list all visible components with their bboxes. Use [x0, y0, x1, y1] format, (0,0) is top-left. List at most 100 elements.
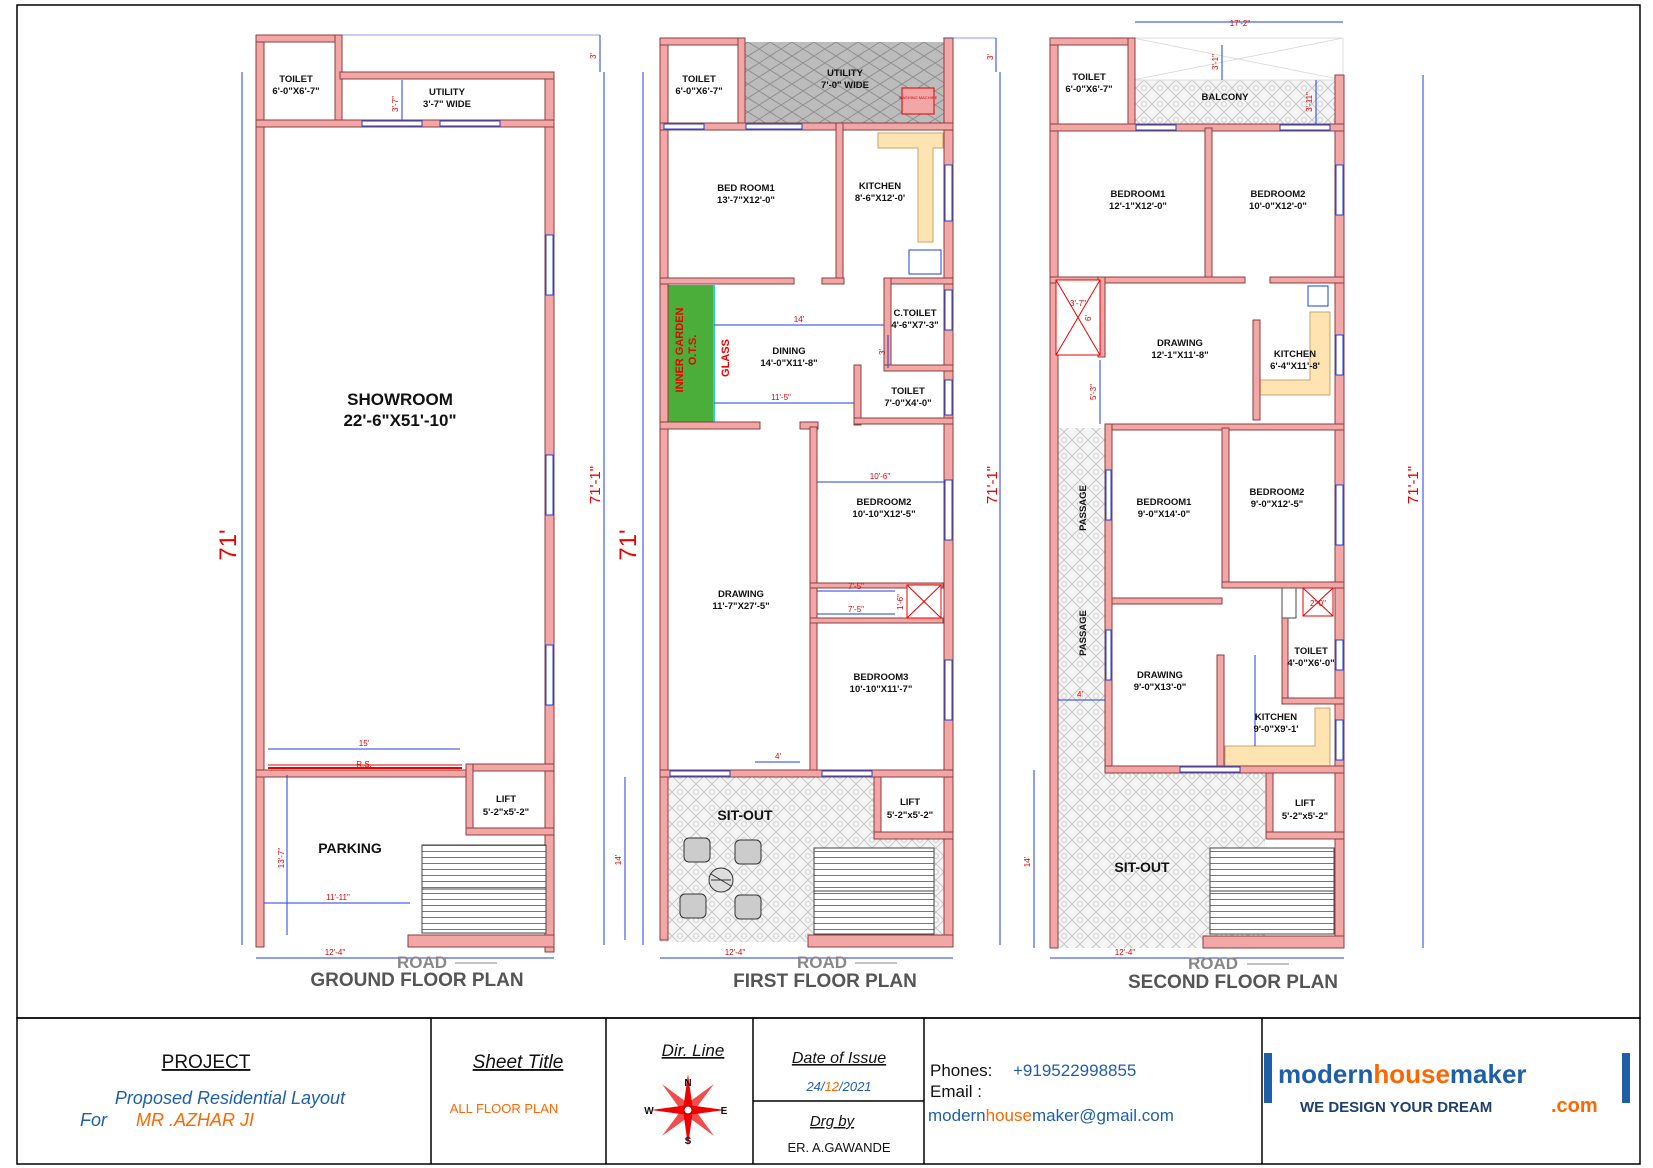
wall — [1269, 276, 1345, 284]
logo-wordmark: modernhousemaker — [1278, 1059, 1527, 1089]
lift-label: LIFT — [496, 794, 516, 805]
logo-com: .com — [1551, 1095, 1598, 1117]
duct-height-dim: 6' — [1084, 315, 1093, 321]
sheet-title: ALL FLOOR PLAN — [450, 1101, 559, 1116]
wall — [853, 364, 862, 426]
window — [1105, 469, 1112, 521]
kitchen-sink — [1307, 285, 1329, 307]
phone-number: +919522998855 — [1013, 1061, 1136, 1080]
toilet2-label: TOILET — [1294, 646, 1328, 657]
ground-floor-title: GROUND FLOOR PLAN — [310, 970, 523, 991]
wall — [1204, 127, 1213, 281]
toilet-label: TOILET — [279, 74, 313, 85]
title-block: PROJECT Proposed Residential Layout For … — [80, 1018, 1630, 1164]
wall — [659, 37, 745, 46]
wall — [737, 37, 746, 129]
lift-label: LIFT — [900, 797, 920, 808]
wall — [255, 34, 341, 43]
phones-label: Phones: — [930, 1061, 992, 1080]
project-heading: PROJECT — [162, 1052, 251, 1073]
kitchen-label: KITCHEN — [1274, 349, 1316, 360]
first-floor-plan: TOILET 6'-0"X6'-7" UTILITY 7'-0" WIDE WA… — [614, 37, 1001, 992]
washing-machine — [901, 87, 935, 115]
showroom-size: 22'-6"X51'-10" — [343, 411, 456, 430]
bedroom2-label: BEDROOM2 — [1251, 189, 1306, 200]
toilet-label: TOILET — [682, 74, 716, 85]
duct-width-dim: 3'-7" — [1070, 299, 1086, 308]
kitchen-label: KITCHEN — [859, 181, 901, 192]
logo-part3: maker — [1450, 1059, 1527, 1089]
passage-label-upper: PASSAGE — [1078, 485, 1089, 531]
kitchen-size: 8'-6"X12'-0' — [855, 193, 905, 204]
toilet-size: 6'-0"X6'-7" — [675, 86, 722, 97]
road-label: ROAD — [797, 953, 847, 972]
window — [944, 479, 953, 541]
wall — [1049, 37, 1135, 46]
second-floor-plan: TOILET 6'-0"X6'-7" BALCONY BEDROOM1 12'-… — [1023, 19, 1424, 993]
wall — [873, 831, 954, 840]
kitchen-size: 6'-4"X11'-8' — [1270, 361, 1320, 372]
wall — [1265, 831, 1345, 840]
ots-label: O.T.S. — [687, 335, 699, 366]
project-for: For — [80, 1110, 108, 1130]
logo-bar-left — [1264, 1053, 1272, 1103]
ctoilet-label: C.TOILET — [893, 308, 936, 319]
title-block-border — [16, 1017, 1641, 1165]
window — [944, 164, 953, 222]
wall — [1111, 597, 1223, 605]
wall — [334, 34, 343, 126]
kitchen-sink — [908, 249, 942, 275]
top-width-dim: 17'-2" — [1230, 19, 1251, 28]
right-length-dim: 71'-1" — [1405, 466, 1422, 504]
date-day: 24/ — [805, 1079, 825, 1094]
wall — [809, 582, 944, 589]
window — [1279, 124, 1331, 131]
right-length-dim: 71'-1" — [984, 466, 1001, 504]
kitchen-counter — [877, 132, 944, 243]
duct-cross — [1302, 587, 1334, 617]
ctoilet-gap-dim: 3' — [878, 349, 887, 355]
brand-logo: modernhousemaker WE DESIGN YOUR DREAM .c… — [1264, 1053, 1630, 1117]
balcony-depth2-dim: 3'-11" — [1305, 92, 1314, 112]
utility-size: 7'-0" WIDE — [821, 80, 869, 91]
logo-part2: house — [1373, 1059, 1450, 1089]
email-address[interactable]: modernhousemaker@gmail.com — [928, 1106, 1174, 1125]
rs-width-dim: 15' — [359, 739, 370, 748]
bedroom2-label: BEDROOM2 — [857, 497, 912, 508]
wall — [1202, 935, 1345, 949]
wall — [809, 617, 944, 624]
wall — [799, 421, 819, 430]
wall — [255, 34, 265, 948]
wall — [1265, 772, 1274, 838]
drawing2-size: 9'-0"X13'-0" — [1134, 682, 1187, 693]
window — [361, 120, 423, 127]
dining-width-dim: 14' — [794, 315, 805, 324]
bedroom1-size: 13'-7"X12'-0" — [717, 195, 775, 206]
window — [944, 659, 953, 721]
lift-size: 5'-2"x5'-2" — [1282, 811, 1328, 822]
drg-by-name: ER. A.GAWANDE — [787, 1140, 890, 1155]
wall — [659, 769, 954, 778]
window — [944, 289, 953, 331]
email-part3: maker@gmail.com — [1032, 1106, 1174, 1125]
window — [1335, 334, 1344, 376]
sitout-label: SIT-OUT — [717, 807, 773, 823]
sitout-depth-dim: 14' — [1023, 856, 1032, 867]
wall — [807, 934, 954, 948]
window — [545, 644, 554, 706]
bedroom1-size: 12'-1"X12'-0" — [1109, 201, 1167, 212]
wall — [1216, 654, 1225, 771]
dir-line-heading: Dir. Line — [662, 1041, 725, 1060]
parking-label: PARKING — [318, 840, 382, 856]
lift-size: 5'-2"x5'-2" — [887, 810, 933, 821]
passage-width2-dim: 7'-5" — [848, 605, 864, 614]
drawing-size: 12'-1"X11'-8" — [1151, 350, 1208, 361]
email-part1: modern — [928, 1106, 986, 1125]
door-width-dim: 4' — [775, 752, 781, 761]
wall — [853, 417, 954, 425]
sitout-depth-dim: 14' — [614, 854, 623, 865]
dining-size: 14'-0"X11'-8" — [760, 358, 817, 369]
wall — [465, 763, 555, 772]
window — [1335, 639, 1344, 671]
bedroom2-width-dim: 10'-6" — [870, 472, 891, 481]
